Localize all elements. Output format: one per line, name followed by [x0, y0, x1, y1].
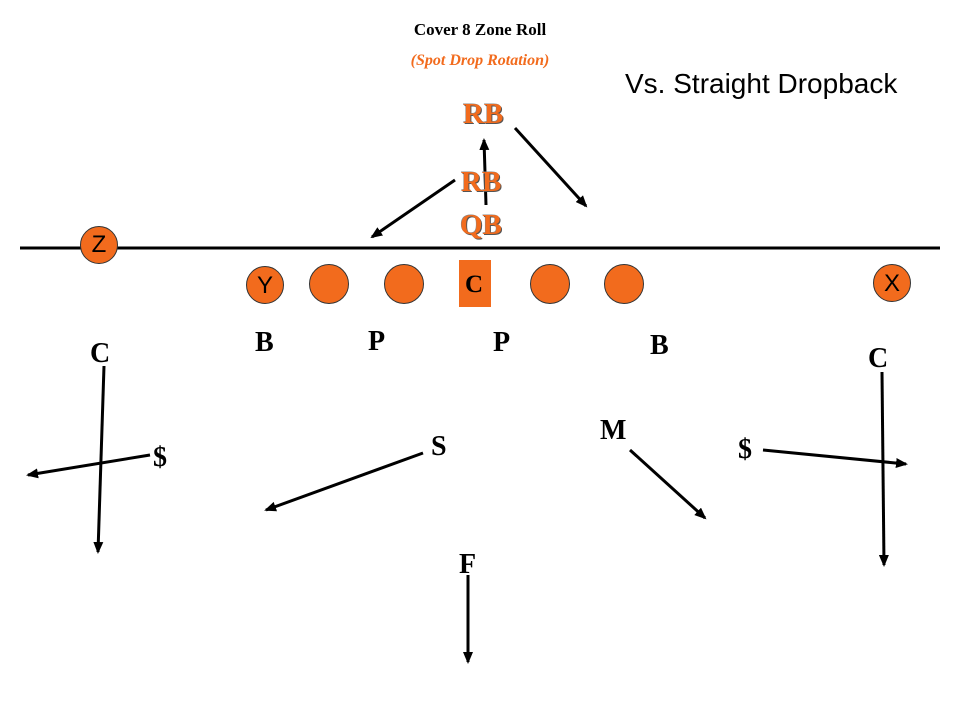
- offensive-lineman-right-tackle: [604, 264, 644, 304]
- defender-mike: M: [600, 415, 627, 446]
- route-qb: [479, 138, 490, 206]
- defender-tackle-left: P: [368, 326, 386, 357]
- drop-safety-left: [26, 453, 151, 479]
- drop-corner-left: [93, 365, 106, 554]
- defender-tackle-right: P: [493, 327, 511, 358]
- receiver-y-label: Y: [256, 272, 273, 299]
- receiver-x-label: X: [883, 270, 900, 297]
- running-back-near: RB: [461, 166, 502, 198]
- receiver-x: [873, 264, 911, 302]
- defender-safety-left: $: [153, 442, 167, 473]
- defender-corner-right: C: [868, 343, 889, 374]
- defender-end-right: B: [650, 330, 669, 361]
- offensive-lineman-right-guard: [530, 264, 570, 304]
- center-label: C: [465, 271, 484, 298]
- defender-safety-right: $: [738, 434, 752, 465]
- drop-safety-right: [762, 448, 908, 469]
- diagram-title: Cover 8 Zone Roll: [413, 20, 547, 39]
- drop-mike: [628, 448, 707, 520]
- receiver-z-label: Z: [91, 231, 107, 258]
- receiver-z: [80, 226, 118, 264]
- offensive-lineman-left-guard: [384, 264, 424, 304]
- diagram-subtitle: (Spot Drop Rotation): [410, 52, 550, 69]
- offensive-lineman-left-tackle: [309, 264, 349, 304]
- defender-end-left: B: [255, 327, 274, 358]
- running-back-deep: RB: [463, 98, 504, 130]
- drop-corner-right: [878, 371, 889, 567]
- defender-corner-left: C: [90, 338, 111, 369]
- defender-free: F: [459, 549, 477, 580]
- drop-sam: [264, 451, 424, 512]
- receiver-y: [246, 266, 284, 304]
- versus-label: Vs. Straight Dropback: [625, 68, 898, 99]
- center-square: [459, 260, 491, 307]
- defender-sam: S: [431, 431, 447, 462]
- route-rb-near: [370, 178, 456, 239]
- route-rb-deep: [513, 126, 588, 208]
- quarterback: QB: [460, 209, 502, 241]
